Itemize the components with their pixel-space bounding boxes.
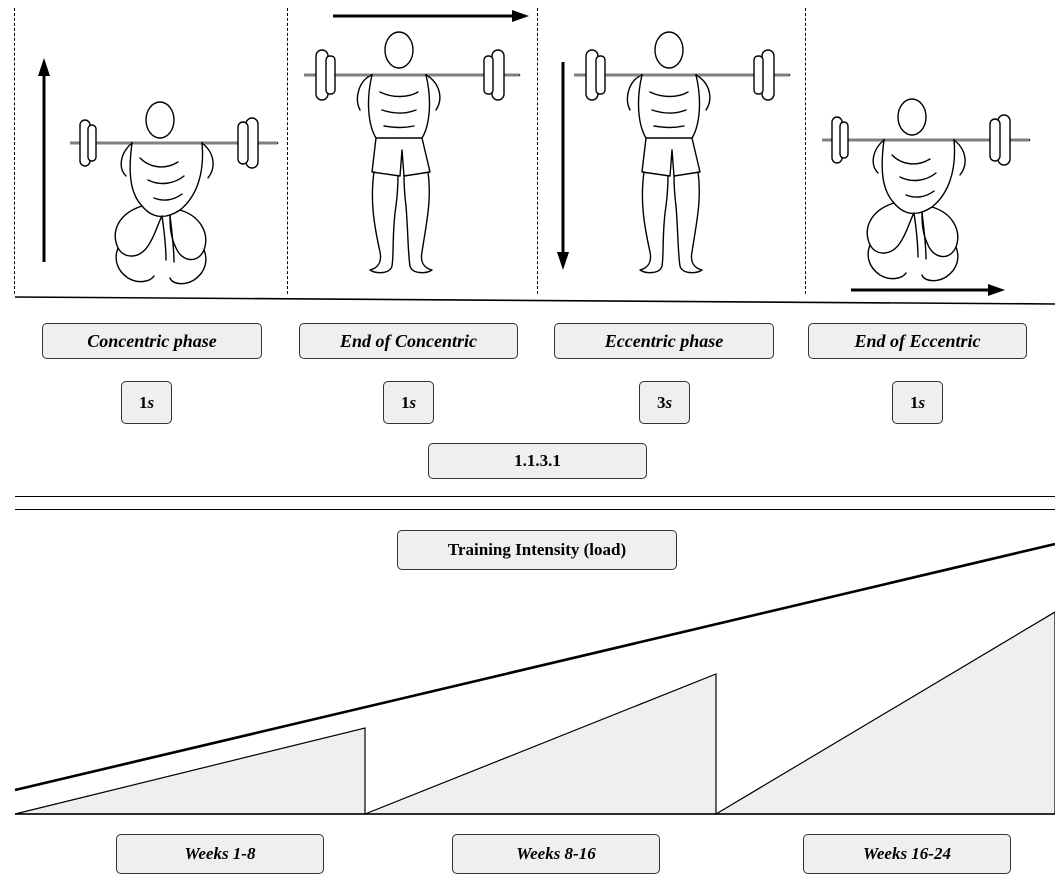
phase-divider-2 xyxy=(287,8,288,294)
time-value: 1 xyxy=(138,392,148,412)
right-arrow-icon-2 xyxy=(851,284,1005,296)
time-unit: s xyxy=(409,392,417,412)
time-unit: s xyxy=(147,392,155,412)
phase-label-end-of-eccentric: End of Eccentric xyxy=(808,323,1027,359)
end-of-concentric-panel xyxy=(289,10,535,292)
time-unit: s xyxy=(665,392,673,412)
squat-bottom-figure xyxy=(70,101,279,285)
time-value: 1 xyxy=(400,392,410,412)
strip-baseline xyxy=(14,296,1055,305)
section-separator-top xyxy=(15,496,1055,497)
wedge-weeks-1-8 xyxy=(14,727,366,815)
concentric-phase-panel xyxy=(15,10,285,292)
tempo-code: 1.1.3.1 xyxy=(428,443,647,479)
phase-divider-1 xyxy=(14,8,15,294)
squat-bottom-figure-2 xyxy=(822,98,1031,282)
section-separator-bottom xyxy=(15,509,1055,510)
down-arrow-icon xyxy=(557,62,569,270)
phase-divider-4 xyxy=(805,8,806,294)
periodization-chart xyxy=(14,542,1055,815)
period-label-weeks-8-16: Weeks 8-16 xyxy=(452,834,660,874)
up-arrow-icon xyxy=(38,58,50,262)
eccentric-phase-panel xyxy=(539,10,803,292)
right-arrow-icon xyxy=(333,10,529,22)
time-value: 3 xyxy=(656,392,666,412)
phase-divider-3 xyxy=(537,8,538,294)
time-unit: s xyxy=(918,392,926,412)
phase-label-concentric: Concentric phase xyxy=(42,323,262,359)
period-label-weeks-1-8: Weeks 1-8 xyxy=(116,834,324,874)
standing-figure xyxy=(304,31,521,274)
intensity-label: Training Intensity (load) xyxy=(397,530,677,570)
end-of-eccentric-panel xyxy=(807,10,1055,296)
time-value: 1 xyxy=(909,392,919,412)
wedge-weeks-16-24 xyxy=(713,611,1055,815)
period-label-weeks-16-24: Weeks 16-24 xyxy=(803,834,1011,874)
phase-label-end-of-concentric: End of Concentric xyxy=(299,323,518,359)
intensity-trend-line xyxy=(14,542,1055,792)
standing-figure-2 xyxy=(574,31,791,274)
phase-label-eccentric: Eccentric phase xyxy=(554,323,774,359)
